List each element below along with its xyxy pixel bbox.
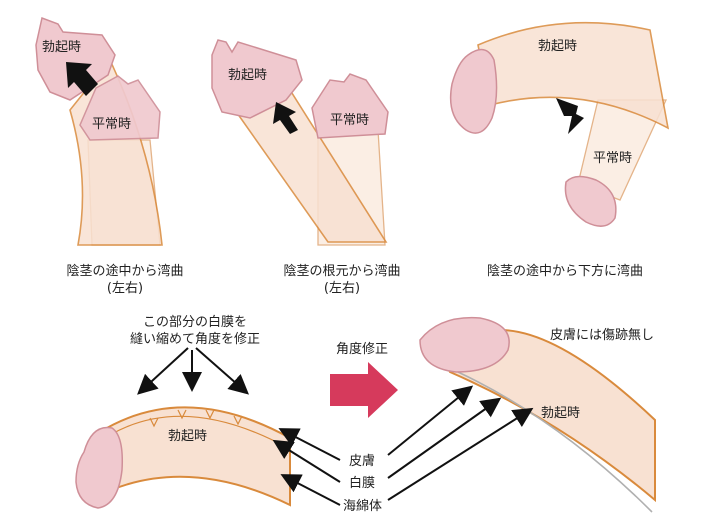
- panel2-caption-line1: 陰茎の根元から湾曲: [283, 264, 401, 279]
- instruction-arrows: [137, 347, 250, 395]
- panel3-downward-curvature: [449, 21, 670, 227]
- panel1-direction-arrow: [66, 62, 98, 96]
- layer-skin-label: 皮膚: [349, 454, 376, 469]
- instruction-text: この部分の白膜を 縫い縮めて角度を修正: [110, 314, 280, 348]
- bottom-right-corrected-penis: [419, 316, 656, 513]
- panel3-flaccid-label: 平常時: [593, 151, 633, 166]
- panel2-base-lateral-curvature: [211, 39, 389, 246]
- bottom-left-curved-penis: [75, 406, 291, 509]
- panel1-caption-line2: (左右): [106, 281, 144, 296]
- bottom-left-erect-label: 勃起時: [168, 429, 208, 444]
- panel1-flaccid-glans: [79, 75, 161, 141]
- panel1-erect-glans: [35, 16, 116, 101]
- panel2-flaccid-glans: [311, 73, 389, 139]
- panel1-erect-label: 勃起時: [42, 40, 82, 55]
- layer-tunica-label: 白膜: [349, 476, 376, 491]
- panel2-erect-glans: [211, 39, 303, 119]
- panel1-flaccid-label: 平常時: [92, 117, 132, 132]
- panel2-caption: 陰茎の根元から湾曲 (左右): [262, 263, 422, 297]
- panel1-caption: 陰茎の途中から湾曲 (左右): [45, 263, 205, 297]
- bottom-left-plication-notches: [149, 409, 243, 428]
- panel1-mid-shaft-lateral-curvature: [35, 16, 163, 246]
- bottom-right-glans: [419, 316, 510, 373]
- panel2-direction-arrow: [273, 102, 298, 134]
- panel3-direction-arrow: [556, 98, 584, 134]
- instruction-line1: この部分の白膜を: [142, 315, 247, 330]
- panel1-caption-line1: 陰茎の途中から湾曲: [66, 264, 184, 279]
- instruction-line2: 縫い縮めて角度を修正: [129, 332, 260, 347]
- bottom-left-shaft-outer: [98, 406, 291, 507]
- bottom-right-tunica-line: [457, 371, 653, 513]
- layer-cavernosum-label: 海綿体: [343, 499, 383, 514]
- panel3-erect-glans: [449, 48, 498, 134]
- panel3-caption: 陰茎の途中から下方に湾曲: [486, 264, 643, 279]
- layer-arrows: [272, 385, 534, 506]
- panel2-caption-line2: (左右): [323, 281, 361, 296]
- bottom-right-erect-label: 勃起時: [541, 406, 581, 421]
- panel3-flaccid-glans: [564, 175, 617, 227]
- panel3-erect-label: 勃起時: [538, 39, 578, 54]
- no-scar-label: 皮膚には傷跡無し: [550, 328, 655, 343]
- correction-arrow: [330, 362, 398, 418]
- correction-label: 角度修正: [336, 342, 389, 357]
- bottom-left-tunica-line: [109, 415, 289, 449]
- panel2-flaccid-label: 平常時: [330, 113, 370, 128]
- bottom-right-shaft: [436, 328, 656, 503]
- panel2-erect-label: 勃起時: [228, 68, 268, 83]
- bottom-left-glans: [75, 426, 124, 509]
- panel3-erect-shaft: [477, 21, 670, 130]
